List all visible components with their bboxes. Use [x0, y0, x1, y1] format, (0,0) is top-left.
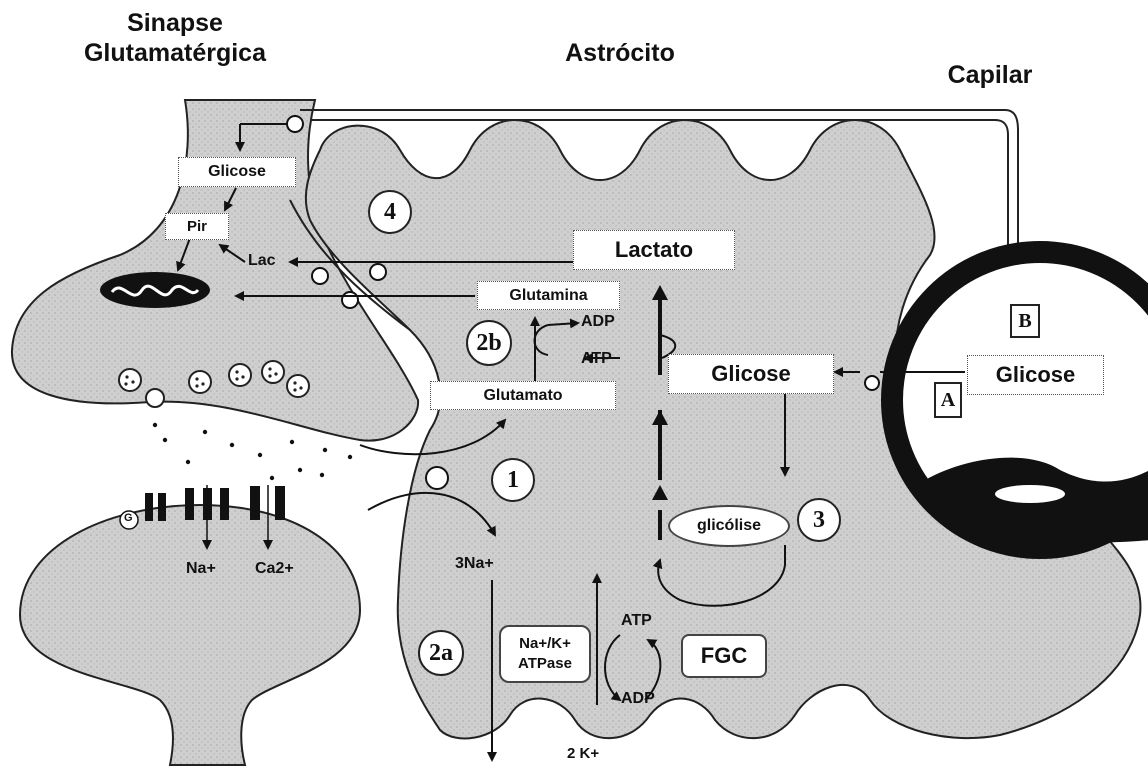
- marker-4: 4: [368, 190, 412, 234]
- ellipse-glicolise: glicólise: [668, 505, 790, 547]
- label-ca2-plus: Ca2+: [255, 560, 294, 578]
- header-capillary: Capilar: [915, 60, 1065, 90]
- box-glicose-capillary: Glicose: [967, 355, 1104, 395]
- box-na-k-atpase: Na+/K+ ATPase: [499, 625, 591, 683]
- box-glutamina: Glutamina: [477, 281, 620, 310]
- label-atp-top: ATP: [581, 350, 612, 368]
- capillary-lumen-gap: [995, 485, 1065, 503]
- box-glicose-astrocyte: Glicose: [668, 354, 834, 394]
- label-3na: 3Na+: [455, 555, 494, 573]
- marker-B: B: [1010, 304, 1040, 338]
- marker-1: 1: [491, 458, 535, 502]
- header-synapse: Sinapse Glutamatérgica: [40, 8, 310, 68]
- label-2k: 2 K+: [567, 745, 599, 762]
- box-glutamato: Glutamato: [430, 381, 616, 410]
- marker-2b: 2b: [466, 320, 512, 366]
- label-atp-bottom: ATP: [621, 612, 652, 630]
- box-pir: Pir: [165, 213, 229, 240]
- marker-3: 3: [797, 498, 841, 542]
- label-adp-bottom: ADP: [621, 690, 655, 708]
- header-astrocyte: Astrócito: [535, 38, 705, 68]
- postsynaptic-neuron: [20, 505, 360, 765]
- marker-2a: 2a: [418, 630, 464, 676]
- label-na-plus: Na+: [186, 560, 216, 578]
- label-adp-top: ADP: [581, 313, 615, 331]
- label-g: G: [124, 512, 133, 524]
- pump-line-1: Na+/K+: [519, 634, 571, 654]
- box-lactato: Lactato: [573, 230, 735, 270]
- pump-line-2: ATPase: [518, 654, 572, 674]
- box-fgc: FGC: [681, 634, 767, 678]
- marker-A: A: [934, 382, 962, 418]
- box-glicose-neuron: Glicose: [178, 157, 296, 187]
- label-lac: Lac: [248, 252, 276, 270]
